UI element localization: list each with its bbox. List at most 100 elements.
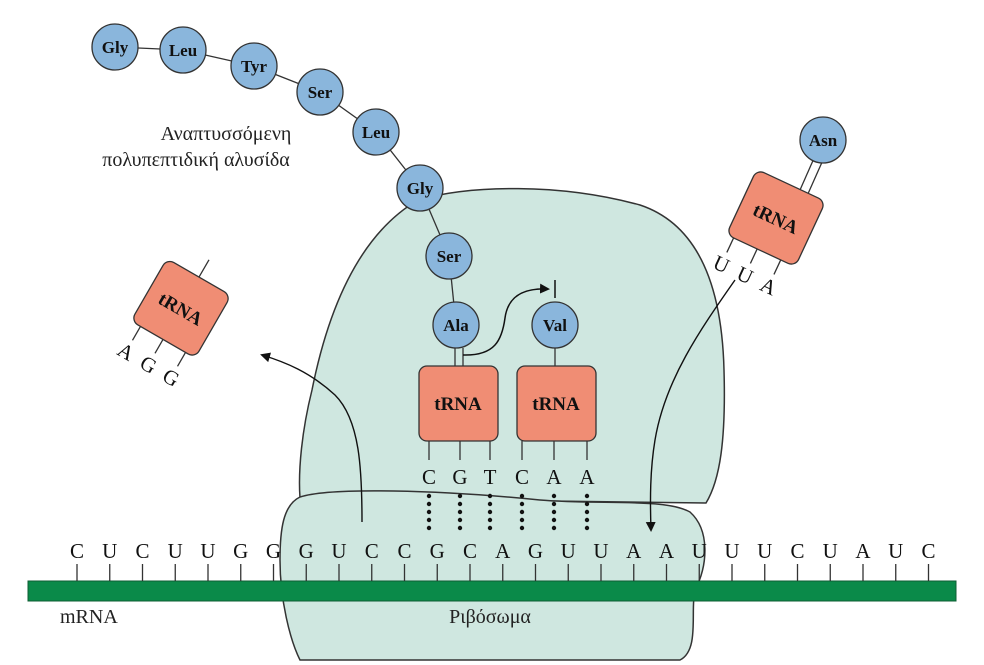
pairing-dot	[584, 525, 590, 531]
mrna-base: U	[561, 539, 576, 563]
chain-residue: Gly	[396, 164, 444, 212]
pairing-dot	[457, 501, 463, 507]
mrna-base: U	[724, 539, 739, 563]
pairing-dot	[551, 509, 557, 515]
pairing-dot	[487, 493, 493, 499]
mrna-strand	[27, 580, 957, 602]
mrna-base: U	[692, 539, 707, 563]
amino-acid-circle	[425, 232, 473, 280]
mrna-base: G	[266, 539, 281, 563]
amino-acid-label: Ser	[437, 247, 462, 266]
mrna-base: A	[855, 539, 871, 563]
p-site-anticodon-2: G	[452, 465, 467, 489]
growing-chain-label-line2: πολυπεπτιδική αλυσίδα	[102, 149, 290, 171]
mrna-base: C	[70, 539, 84, 563]
incoming-trna-body	[728, 171, 824, 265]
amino-acid-circle	[230, 42, 278, 90]
mrna-base: U	[200, 539, 215, 563]
exiting-anticodon-2: G	[136, 350, 161, 378]
mrna-base: C	[790, 539, 804, 563]
mrna-base: U	[823, 539, 838, 563]
p-site-trna-label: tRNA	[434, 394, 482, 415]
mrna-base: U	[102, 539, 117, 563]
incoming-trna-arrow	[645, 279, 736, 532]
mrna-base: C	[397, 539, 411, 563]
pairing-dot	[487, 501, 493, 507]
peptide-transfer-arrow	[462, 283, 550, 356]
mrna-base: U	[331, 539, 346, 563]
a-site-amino-acid	[531, 301, 579, 349]
mrna-base: C	[463, 539, 477, 563]
pairing-dot	[487, 517, 493, 523]
pairing-dot	[551, 493, 557, 499]
chain-residue: Tyr	[230, 42, 278, 90]
pairing-dot	[519, 501, 525, 507]
pairing-dot	[487, 509, 493, 515]
amino-acid-circle	[91, 23, 139, 71]
mrna-base: C	[921, 539, 935, 563]
p-site-trna: Ala tRNA C G T	[418, 301, 499, 489]
mrna-base: G	[430, 539, 445, 563]
mrna-base: U	[168, 539, 183, 563]
pairing-dot	[426, 501, 432, 507]
pairing-dot	[457, 493, 463, 499]
a-site-trna-body	[516, 365, 597, 442]
amino-acid-label: Gly	[407, 179, 434, 198]
pairing-dot	[457, 509, 463, 515]
pairing-dot	[519, 525, 525, 531]
exiting-anticodon-3: G	[158, 363, 183, 391]
mrna-base: G	[233, 539, 248, 563]
mrna-base: U	[593, 539, 608, 563]
p-site-anticodon-1: C	[422, 465, 436, 489]
amino-acid-label: Tyr	[241, 57, 268, 76]
pairing-dot	[519, 509, 525, 515]
incoming-amino-acid	[799, 116, 847, 164]
pairing-dot	[584, 501, 590, 507]
a-site-anticodon-2: A	[546, 465, 562, 489]
incoming-anticodon-3: A	[757, 272, 782, 301]
chain-residue: Leu	[352, 108, 400, 156]
pairing-dot	[487, 525, 493, 531]
amino-acid-circle	[396, 164, 444, 212]
growing-chain-label-line1: Αναπτυσσόμενη	[161, 123, 292, 145]
amino-acid-circle	[296, 68, 344, 116]
amino-acid-label: Leu	[169, 41, 197, 60]
incoming-anticodon-1: U	[709, 250, 733, 278]
pairing-dot	[551, 525, 557, 531]
pairing-dot	[426, 525, 432, 531]
pairing-dot	[551, 517, 557, 523]
pairing-dot	[584, 517, 590, 523]
a-site-amino-acid-label: Val	[543, 316, 567, 335]
amino-acid-label: Ser	[308, 83, 333, 102]
mrna-base: U	[757, 539, 772, 563]
mrna-base: U	[888, 539, 903, 563]
p-site-amino-acid-label: Ala	[443, 316, 469, 335]
pairing-dot	[457, 525, 463, 531]
mrna-base: A	[659, 539, 675, 563]
base-pairing-dots	[426, 493, 590, 531]
mrna-base: G	[299, 539, 314, 563]
a-site-trna-label: tRNA	[532, 394, 580, 415]
ribosome-label: Ριβόσωμα	[449, 606, 531, 628]
chain-residue: Gly	[91, 23, 139, 71]
incoming-amino-acid-label: Asn	[809, 131, 838, 150]
pairing-dot	[584, 493, 590, 499]
a-site-trna: Val tRNA C A A	[515, 301, 597, 489]
pairing-dot	[551, 501, 557, 507]
pairing-dot	[519, 517, 525, 523]
mrna-base: G	[528, 539, 543, 563]
amino-acid-label: Gly	[102, 38, 129, 57]
p-site-anticodon-3: T	[484, 465, 497, 489]
p-site-amino-acid	[432, 301, 480, 349]
chain-residue: Ser	[425, 232, 473, 280]
chain-residue: Ser	[296, 68, 344, 116]
pairing-dot	[519, 493, 525, 499]
exiting-anticodon-1: A	[113, 337, 139, 366]
pairing-dot	[584, 509, 590, 515]
pairing-dot	[426, 493, 432, 499]
incoming-trna: Asn tRNA U U A	[709, 116, 847, 301]
a-site-anticodon-1: C	[515, 465, 529, 489]
ribosome-large-subunit	[298, 187, 726, 504]
